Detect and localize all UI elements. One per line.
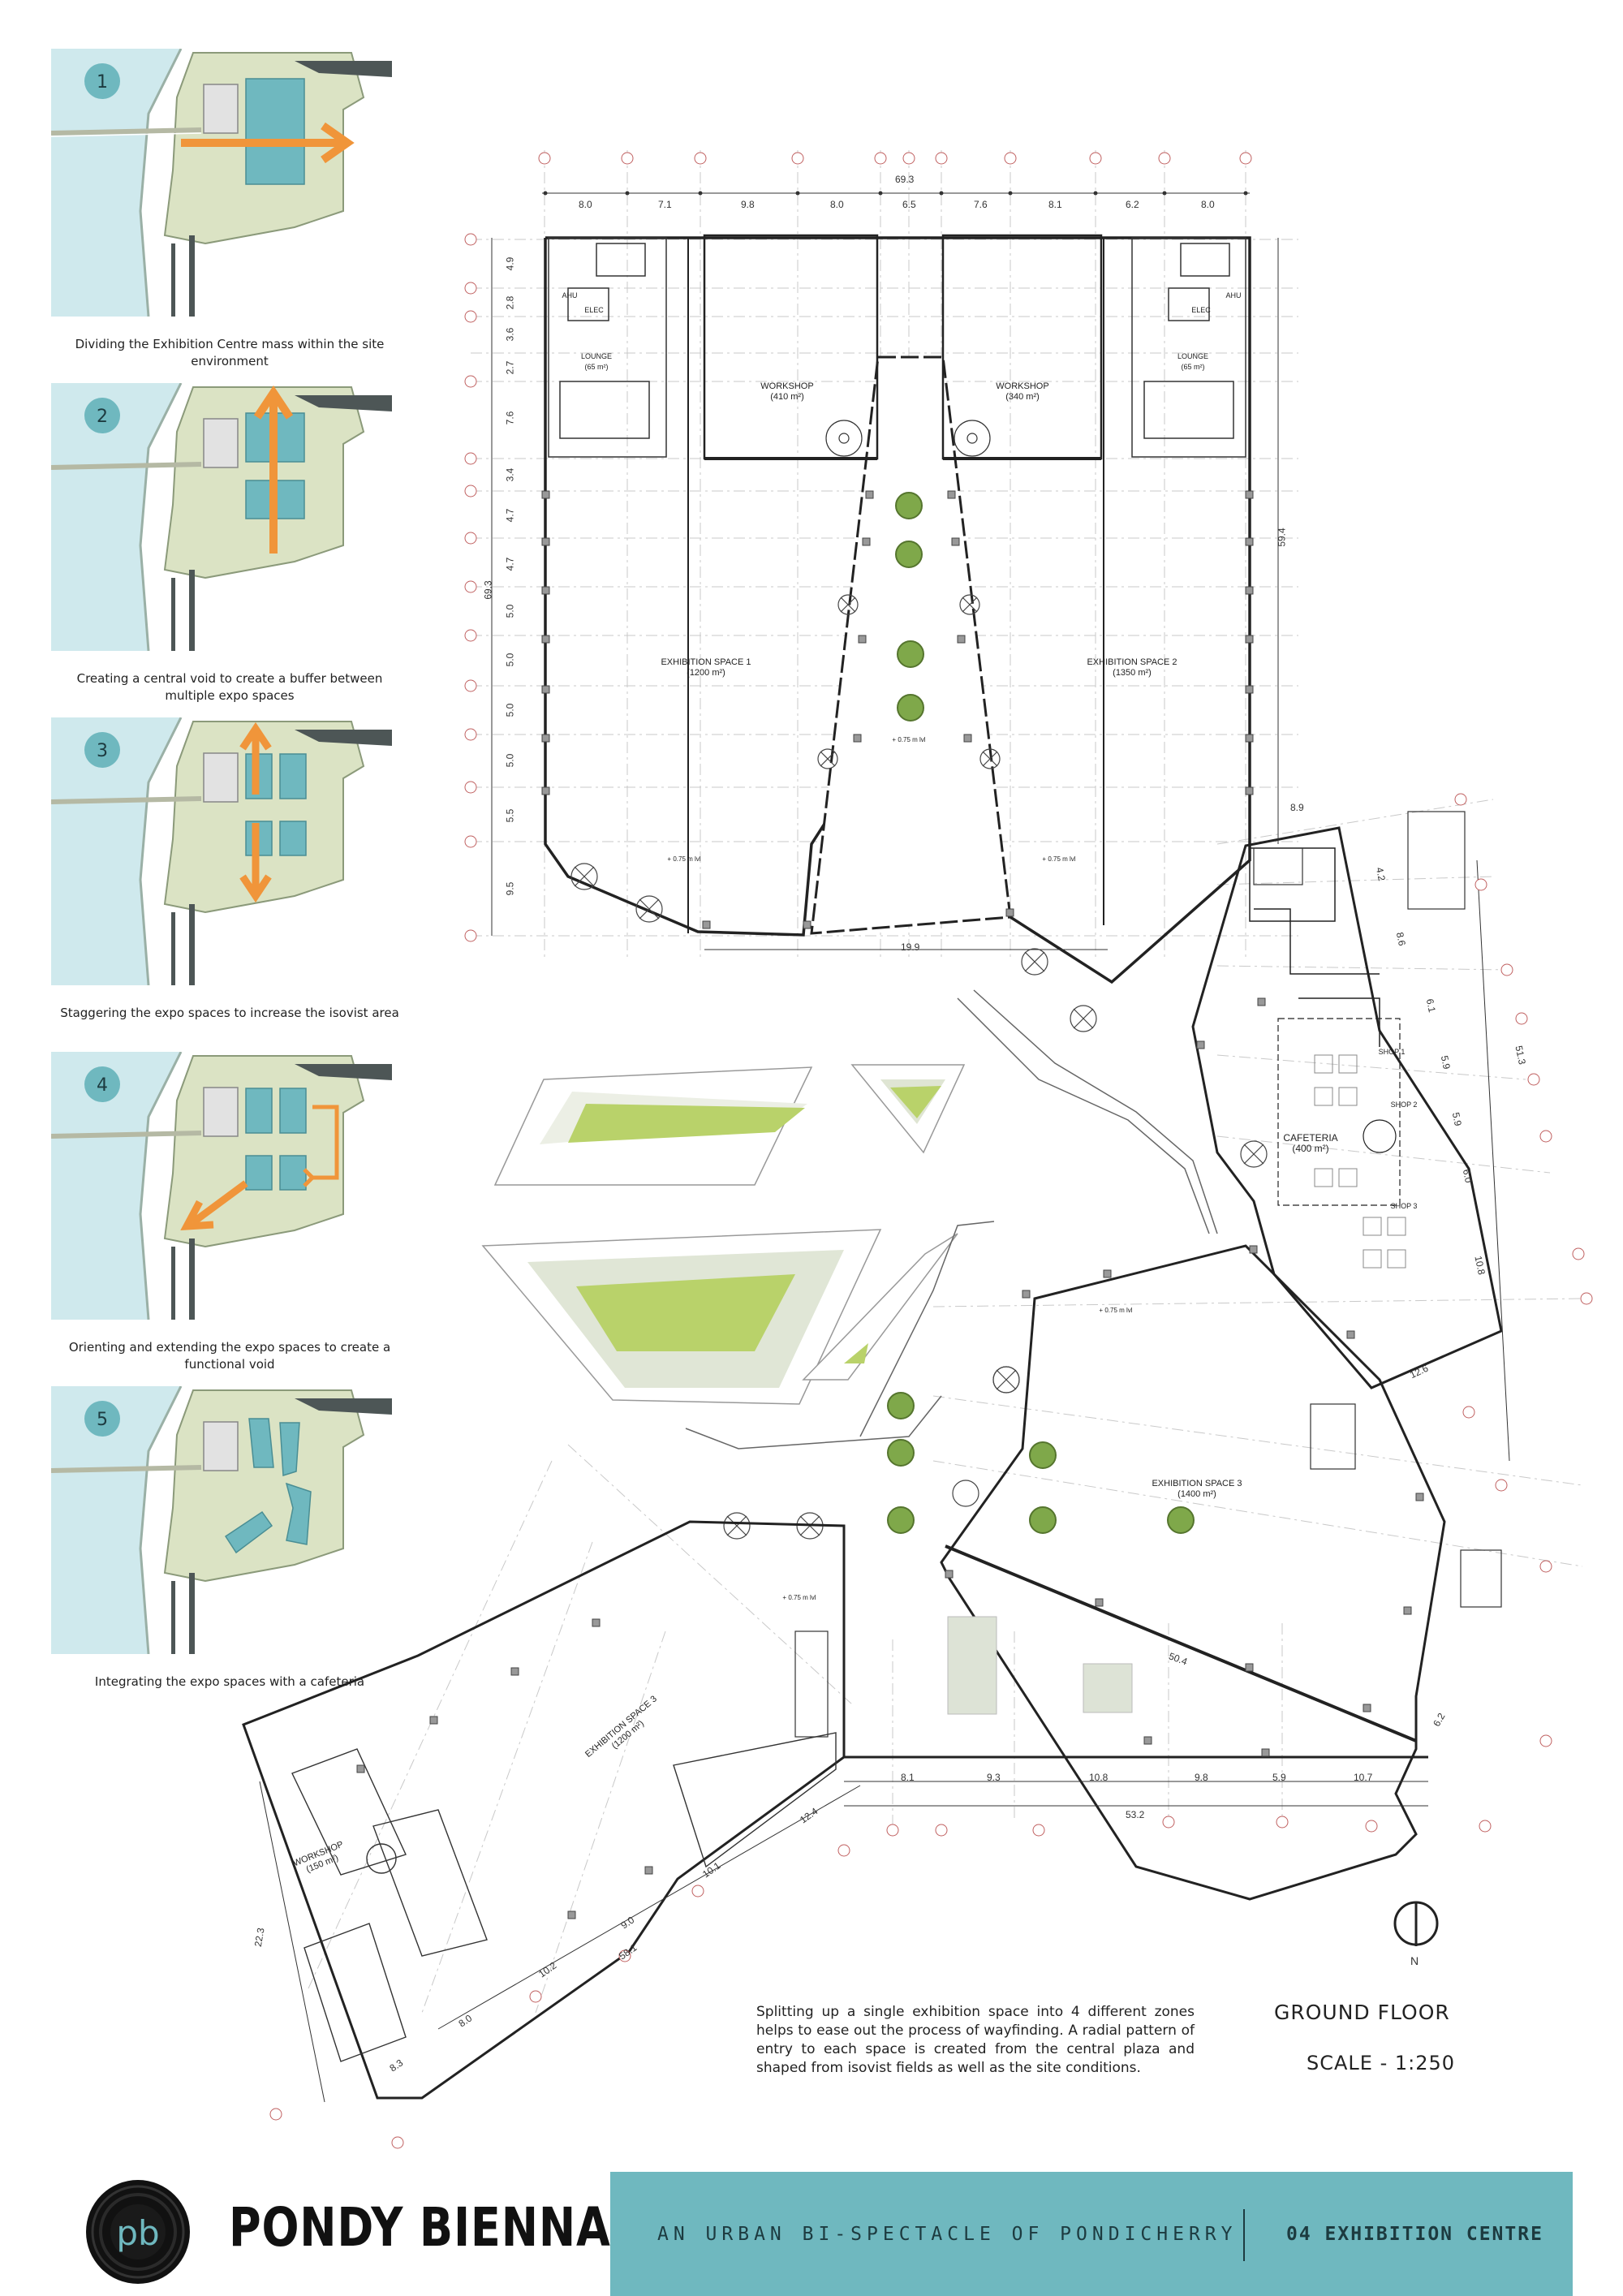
tagline: AN URBAN BI-SPECTACLE OF PONDICHERRY — [657, 2224, 1238, 2245]
dim-bottom-total: 53.2 — [1126, 1809, 1145, 1820]
footer-band — [610, 2172, 1573, 2296]
dim-left: 7.6 — [504, 411, 516, 425]
dim-top-8: 6.2 — [1126, 199, 1139, 210]
dim-top-5: 6.5 — [902, 199, 916, 210]
dim-left: 5.0 — [504, 703, 516, 717]
dim-bottom: 10.8 — [1089, 1772, 1109, 1783]
step-5-caption: Integrating the expo spaces with a cafet… — [94, 1674, 365, 1689]
dim-right: 59.4 — [1276, 528, 1288, 547]
dim-top-1: 8.0 — [579, 199, 592, 210]
brand-logo: pb — [81, 2175, 195, 2289]
dim-left: 2.8 — [504, 295, 516, 310]
step-3-diagram: 3 — [51, 717, 392, 985]
dim-top-7: 8.1 — [1048, 199, 1062, 210]
step-2-caption: Creating a central void to create a buff… — [76, 671, 383, 703]
step-1-number: 1 — [97, 72, 108, 93]
step-1-diagram: 1 — [51, 49, 392, 317]
brand-name: PONDY BIENNALE — [229, 2196, 670, 2259]
dim-plaza: 19.9 — [901, 941, 920, 953]
ahu-2-label: AHU — [1225, 291, 1242, 299]
step-3-number: 3 — [97, 741, 108, 761]
dim-bottom: 9.8 — [1195, 1772, 1208, 1783]
exhibition-space-1-label: EXHIBITION SPACE 1(1200 m²) — [661, 657, 751, 678]
north-arrow — [1393, 1901, 1439, 1946]
lounge-2-label: LOUNGE(65 m²) — [1177, 352, 1208, 371]
level-tag: + 0.75 m lvl — [892, 736, 926, 743]
exhibition-space-3-east-label: EXHIBITION SPACE 3(1400 m²) — [1152, 1479, 1242, 1499]
dim-left: 5.5 — [504, 808, 516, 823]
shop-2-label: SHOP 2 — [1390, 1101, 1418, 1109]
step-5-number: 5 — [97, 1410, 108, 1430]
dim-left: 4.7 — [504, 508, 516, 523]
dim-left: 4.7 — [504, 557, 516, 571]
dim-cafe: 8.9 — [1290, 802, 1304, 813]
cafeteria-label: CAFETERIA(400 m²) — [1283, 1132, 1338, 1154]
step-4-number: 4 — [97, 1075, 108, 1096]
step-2-number: 2 — [97, 407, 108, 427]
exhibition-space-2-label: EXHIBITION SPACE 2(1350 m²) — [1087, 657, 1177, 678]
step-2-diagram: 2 — [51, 383, 392, 651]
step-4-caption: Orienting and extending the expo spaces … — [68, 1340, 391, 1372]
step-5-diagram: 5 — [51, 1386, 392, 1654]
dim-left: 3.6 — [504, 327, 516, 342]
workshop-2-label: WORKSHOP(340 m²) — [996, 381, 1049, 402]
dim-left: 5.0 — [504, 653, 516, 667]
elec-2-label: ELEC — [1191, 306, 1211, 314]
workshop-1-label: WORKSHOP(410 m²) — [760, 381, 814, 402]
level-tag: + 0.75 m lvl — [782, 1594, 816, 1601]
dim-left: 5.0 — [504, 753, 516, 768]
footer-divider — [1243, 2209, 1245, 2261]
level-tag: + 0.75 m lvl — [667, 855, 701, 863]
floor-title: GROUND FLOOR — [1274, 2001, 1450, 2024]
dim-top-3: 9.8 — [741, 199, 755, 210]
dim-left: 4.9 — [504, 256, 516, 271]
dim-bottom: 5.9 — [1272, 1772, 1286, 1783]
dim-bottom: 10.7 — [1354, 1772, 1373, 1783]
logo-text: pb — [116, 2213, 159, 2253]
step-4-diagram: 4 — [51, 1052, 392, 1320]
design-note: Splitting up a single exhibition space i… — [756, 2004, 1195, 2076]
level-tag: + 0.75 m lvl — [1099, 1307, 1133, 1314]
dim-top-4: 8.0 — [830, 199, 844, 210]
step-3-caption: Staggering the expo spaces to increase t… — [60, 1006, 399, 1020]
shop-1-label: SHOP 1 — [1378, 1048, 1406, 1056]
dim-left-total: 69.3 — [482, 580, 494, 600]
dim-left: 2.7 — [504, 360, 516, 375]
elec-1-label: ELEC — [584, 306, 604, 314]
north-label: N — [1410, 1954, 1419, 1967]
shop-3-label: SHOP 3 — [1390, 1202, 1418, 1210]
dim-bottom: 9.3 — [987, 1772, 1001, 1783]
dim-bottom: 8.1 — [901, 1772, 915, 1783]
ahu-1-label: AHU — [562, 291, 578, 299]
dim-top-total: 69.3 — [895, 174, 915, 185]
ground-floor-plan: WORKSHOP(410 m²) WORKSHOP(340 m²) EXHIBI… — [242, 150, 1593, 2149]
dim-left: 9.5 — [504, 881, 516, 896]
lounge-1-label: LOUNGE(65 m²) — [580, 352, 612, 371]
step-1-caption: Dividing the Exhibition Centre mass with… — [75, 337, 385, 368]
dim-top-9: 8.0 — [1201, 199, 1215, 210]
level-tag: + 0.75 m lvl — [1042, 855, 1076, 863]
scale-label: SCALE - 1:250 — [1307, 2052, 1456, 2074]
dim-left: 3.4 — [504, 467, 516, 482]
dim-left: 5.0 — [504, 604, 516, 618]
dim-top-6: 7.6 — [974, 199, 988, 210]
section-title: 04 EXHIBITION CENTRE — [1286, 2224, 1543, 2245]
dim-top-2: 7.1 — [658, 199, 672, 210]
